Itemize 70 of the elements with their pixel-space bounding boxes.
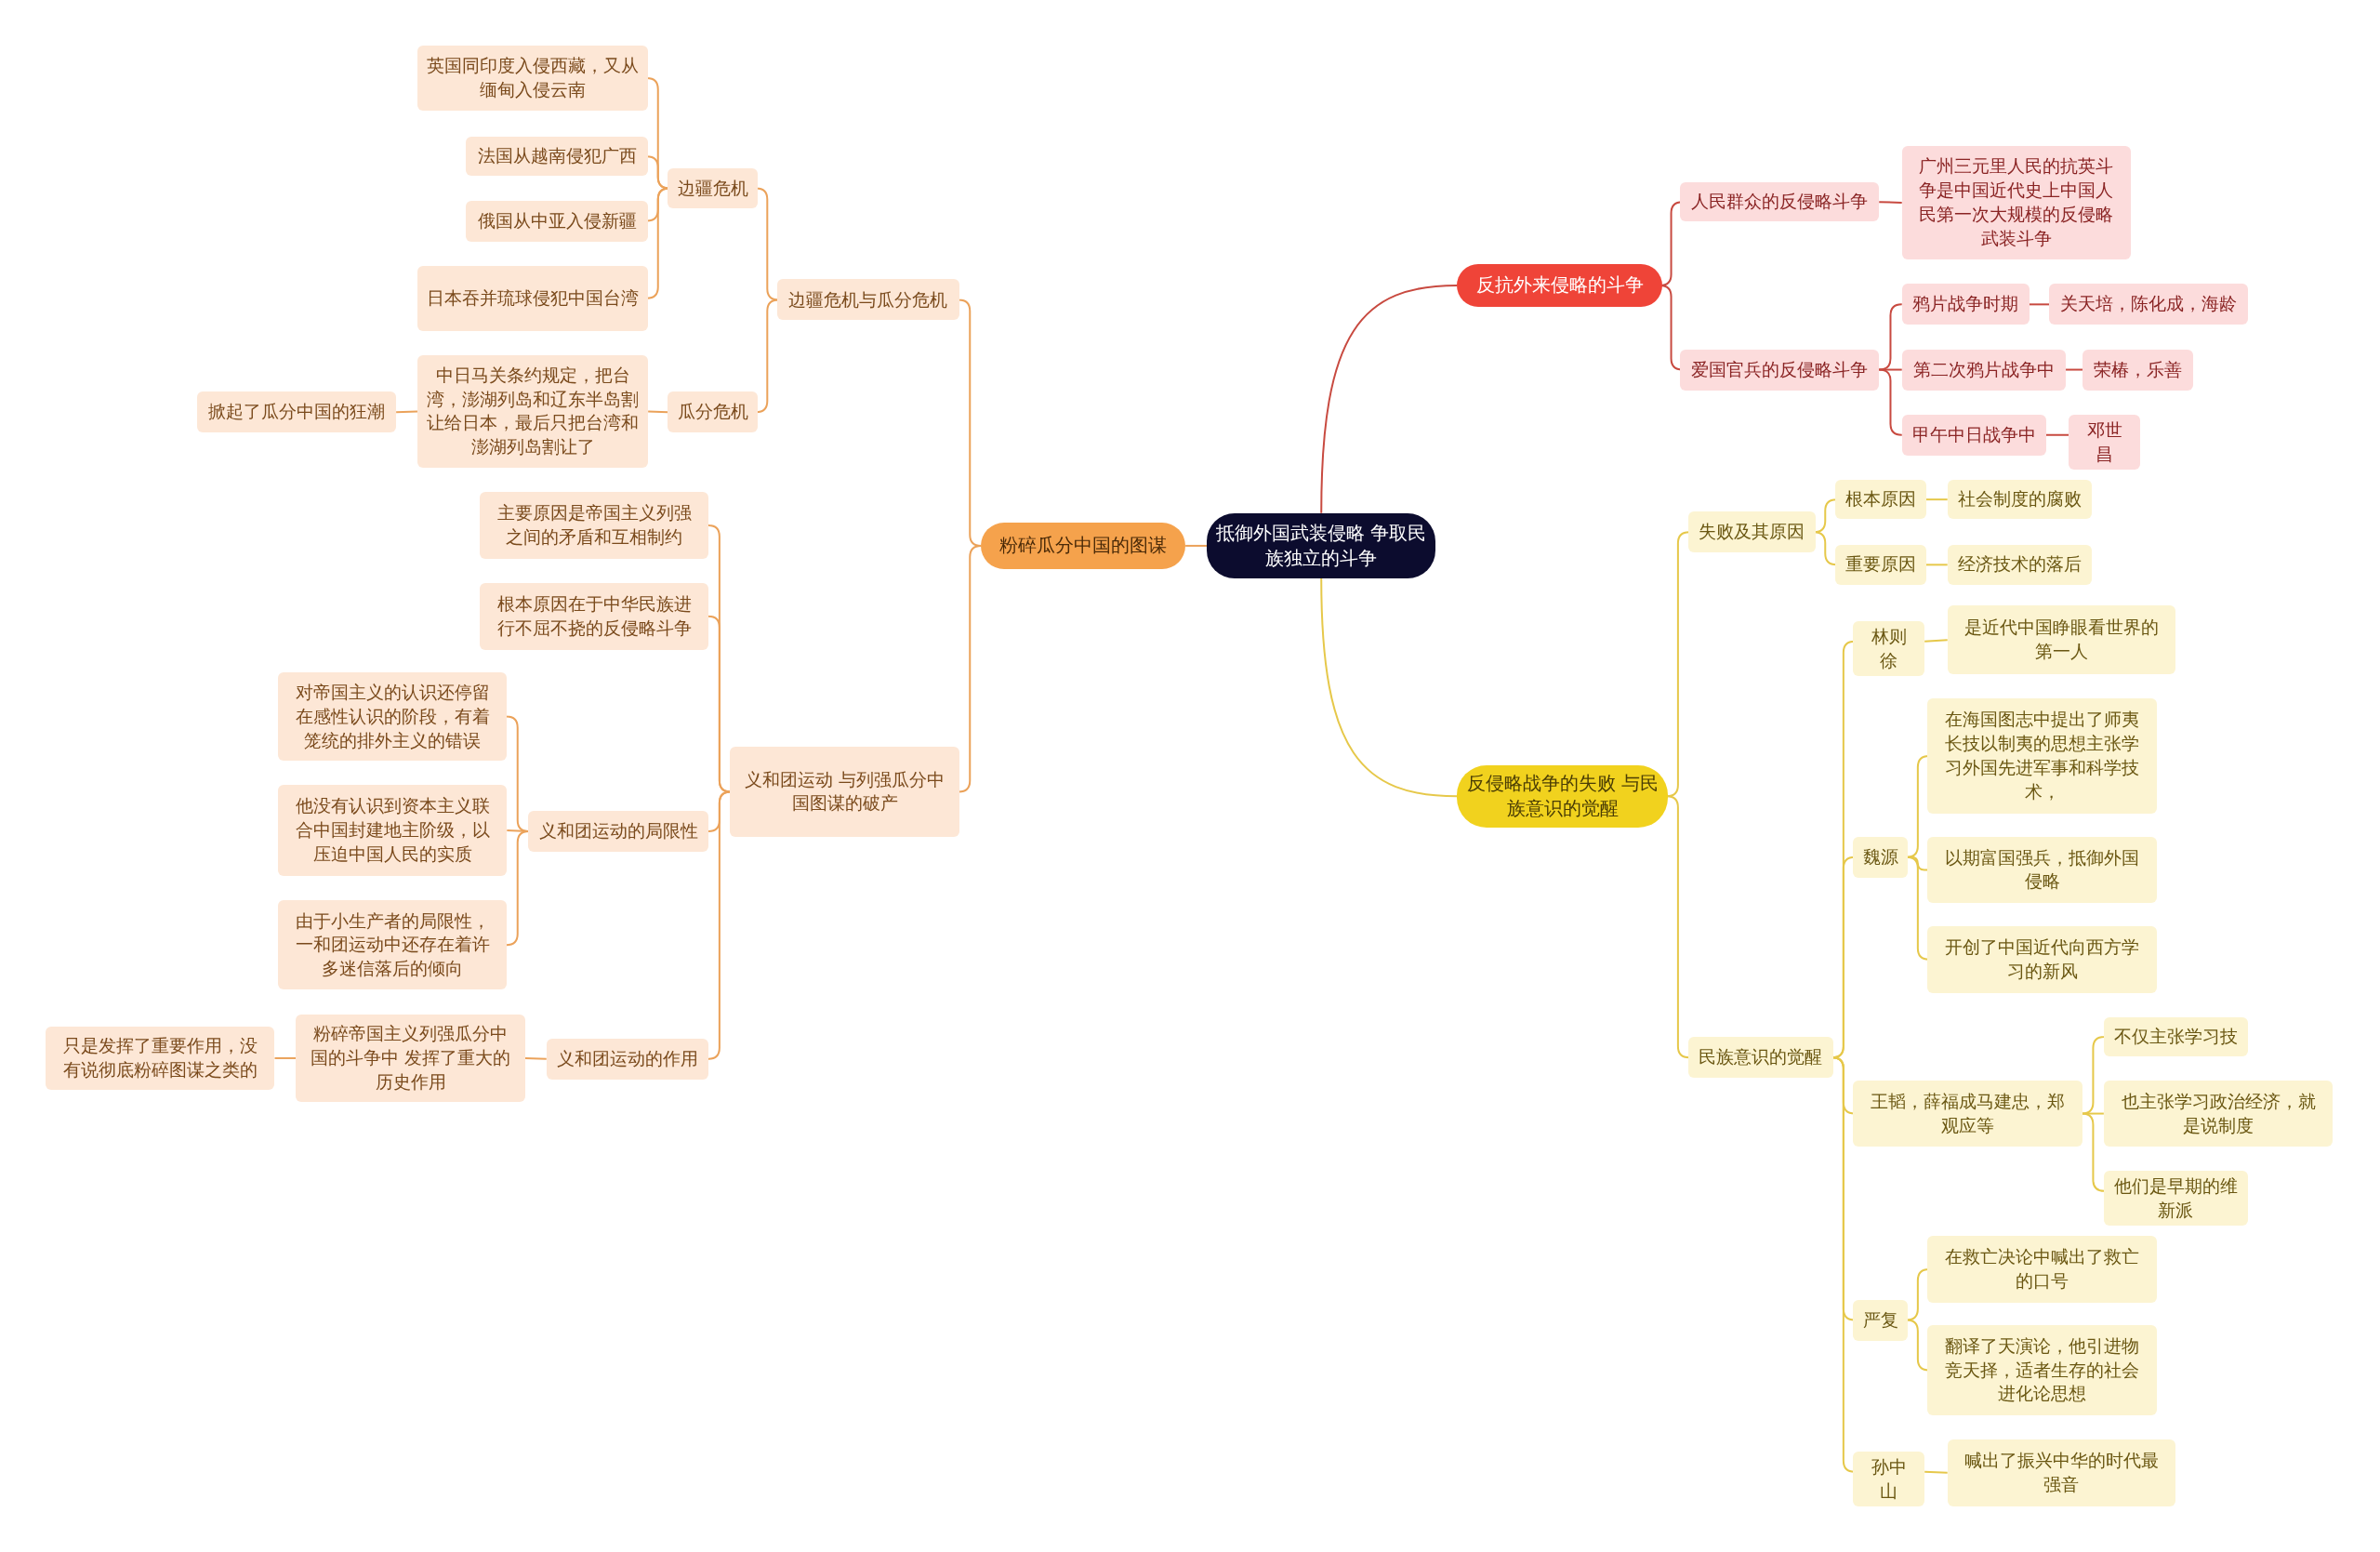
topic-box: 瓜分危机	[668, 391, 758, 433]
central-topic: 抵御外国武装侵略 争取民族独立的斗争	[1206, 512, 1436, 579]
connector-line	[2028, 303, 2051, 306]
topic-box: 也主张学习政治经济，就是说制度	[2103, 1081, 2334, 1147]
connector-line	[1184, 544, 1208, 547]
connector-line	[1924, 498, 1949, 501]
connector-line	[1924, 1470, 1949, 1474]
topic-box: 社会制度的腐败	[1947, 479, 2092, 520]
topic-box: 俄国从中亚入侵新疆	[466, 200, 649, 242]
connector-line	[395, 410, 418, 414]
topic-box: 严复	[1853, 1299, 1909, 1341]
topic-box: 人民群众的反侵略斗争	[1680, 181, 1880, 222]
topic-box: 掀起了瓜分中国的狂潮	[197, 391, 397, 433]
connector-line	[1878, 201, 1903, 204]
topic-box: 不仅主张学习技	[2103, 1016, 2248, 1057]
topic-box: 根本原因在于中华民族进行不屈不挠的反侵略斗争	[479, 582, 709, 650]
topic-box: 以期富国强兵，抵御外国侵略	[1927, 836, 2157, 904]
topic-box: 翻译了天演论，他引进物竞天择，适者生存的社会进化论思想	[1927, 1325, 2157, 1415]
topic-box: 荣椿，乐善	[2082, 349, 2194, 391]
topic-box: 是近代中国睁眼看世界的第一人	[1947, 605, 2175, 674]
branch-topic: 反抗外来侵略的斗争	[1457, 264, 1662, 307]
topic-box: 失败及其原因	[1687, 511, 1816, 553]
topic-box: 邓世昌	[2069, 414, 2141, 471]
connector-line	[1878, 368, 1903, 436]
connector-line	[647, 410, 669, 414]
topic-box: 主要原因是帝国主义列强之间的矛盾和互相制约	[479, 491, 709, 559]
topic-box: 魏源	[1853, 836, 1909, 878]
connector-line	[2044, 433, 2070, 436]
topic-box: 边疆危机	[668, 168, 758, 208]
topic-box: 义和团运动 与列强瓜分中国图谋的破产	[730, 747, 959, 837]
connector-line	[1924, 639, 1949, 643]
connector-line	[1320, 577, 1459, 798]
topic-box: 林则徐	[1853, 620, 1925, 677]
topic-box: 中日马关条约规定，把台湾，澎湖列岛和辽东半岛割让给日本，最后只把台湾和澎湖列岛割让了	[416, 355, 649, 468]
topic-box: 粉碎帝国主义列强瓜分中国的斗争中 发挥了重大的历史作用	[296, 1014, 525, 1103]
branch-topic: 粉碎瓜分中国的图谋	[980, 522, 1186, 570]
topic-box: 孙中山	[1853, 1451, 1925, 1507]
topic-box: 由于小生产者的局限性，一和团运动中还存在着许多迷信落后的倾向	[277, 900, 508, 990]
topic-box: 开创了中国近代向西方学习的新风	[1927, 925, 2157, 993]
topic-box: 在海国图志中提出了师夷长技以制夷的思想主张学习外国先进军事和科学技术，	[1927, 698, 2157, 815]
topic-box: 爱国官兵的反侵略斗争	[1680, 349, 1880, 391]
topic-box: 义和团运动的局限性	[528, 810, 709, 852]
topic-box: 关天培，陈化成，海龄	[2049, 284, 2248, 325]
branch-topic: 反侵略战争的失败 与民族意识的觉醒	[1457, 764, 1669, 828]
topic-box: 在救亡决论中喊出了救亡的口号	[1927, 1235, 2157, 1303]
topic-box: 对帝国主义的认识还停留在感性认识的阶段，有着笼统的排外主义的错误	[277, 672, 508, 761]
connector-line	[523, 1056, 548, 1060]
topic-box: 甲午中日战争中	[1901, 414, 2046, 456]
topic-box: 英国同印度入侵西藏，又从缅甸入侵云南	[416, 45, 649, 112]
topic-box: 法国从越南侵犯广西	[466, 136, 649, 177]
connector-line	[1878, 303, 1903, 371]
topic-box: 喊出了振兴中华的时代最强音	[1947, 1439, 2175, 1506]
topic-box: 广州三元里人民的抗英斗争是中国近代史上中国人民第一次大规模的反侵略武装斗争	[1901, 145, 2132, 260]
topic-box: 根本原因	[1834, 479, 1926, 520]
topic-box: 边疆危机与瓜分危机	[776, 279, 959, 321]
connector-line	[1924, 564, 1949, 566]
topic-box: 民族意识的觉醒	[1687, 1037, 1834, 1079]
topic-box: 重要原因	[1834, 545, 1926, 585]
topic-box: 只是发挥了重要作用，没有说彻底粉碎图谋之类的	[45, 1026, 275, 1091]
connector-line	[2065, 368, 2083, 371]
topic-box: 他没有认识到资本主义联合中国封建地主阶级，以压迫中国人民的实质	[277, 785, 508, 877]
topic-box: 王韬，薛福成马建忠，郑观应等	[1853, 1081, 2082, 1147]
topic-box: 经济技术的落后	[1947, 545, 2092, 585]
connector-line	[273, 1056, 298, 1059]
topic-box: 第二次鸦片战争中	[1901, 349, 2066, 391]
topic-box: 日本吞并琉球侵犯中国台湾	[416, 265, 649, 331]
topic-box: 他们是早期的维新派	[2103, 1170, 2248, 1227]
connector-line	[1320, 284, 1459, 514]
topic-box: 鸦片战争时期	[1901, 284, 2030, 325]
topic-box: 义和团运动的作用	[546, 1038, 709, 1080]
